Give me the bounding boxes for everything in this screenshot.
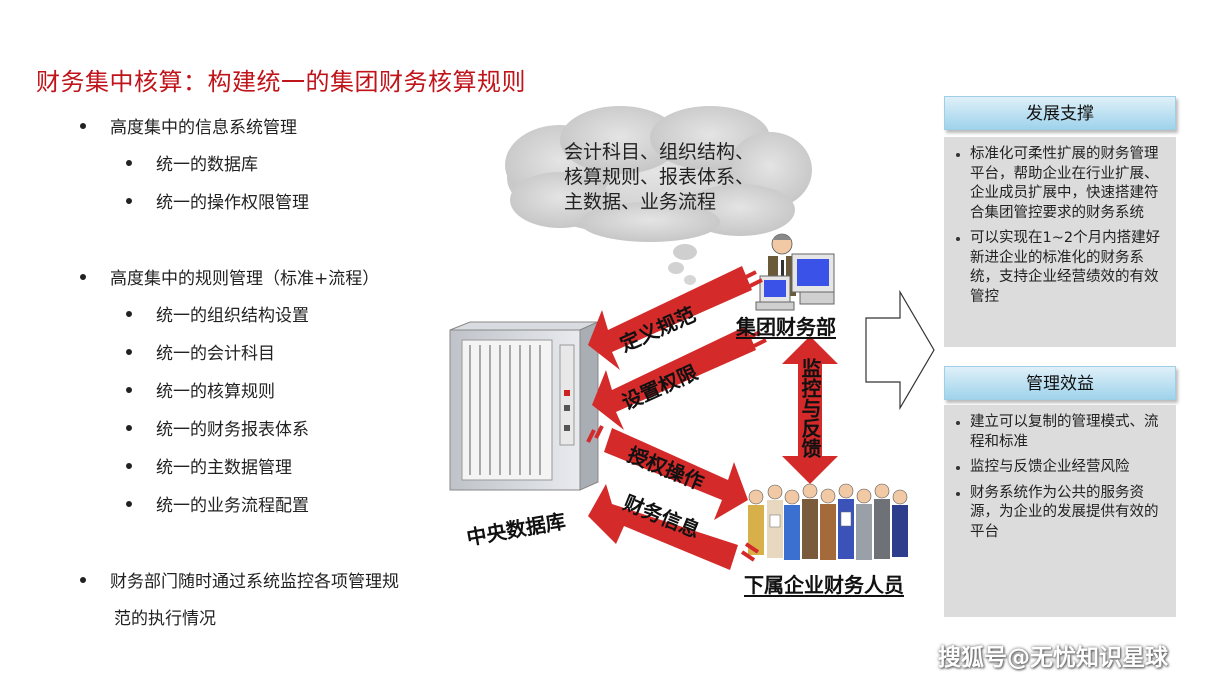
arrow-authorize <box>604 428 748 520</box>
server-rack-icon <box>449 321 599 491</box>
list-item: 统一的业务流程配置 <box>126 491 309 516</box>
arrow-label-authorize: 授权操作 <box>624 442 707 494</box>
staff-group-icon <box>748 483 908 560</box>
cloud-shape <box>505 106 812 285</box>
cloud-text-line: 主数据、业务流程 <box>564 191 716 213</box>
arrow-stripes <box>586 270 767 562</box>
arrow-set-permission <box>592 326 756 430</box>
arrow-finance-info <box>588 484 738 570</box>
hollow-arrow-right-icon <box>865 289 935 411</box>
panel-heading-development: 发展支撑 <box>944 96 1176 130</box>
list-item: 财务部门随时通过系统监控各项管理规 <box>80 567 399 592</box>
list-item: 统一的操作权限管理 <box>126 188 309 213</box>
arrow-monitor-feedback <box>782 336 838 484</box>
list-item: 财务系统作为公共的服务资源，为企业的发展提供有效的平台 <box>952 484 1170 543</box>
panel-heading-benefits: 管理效益 <box>944 366 1176 400</box>
bullet-icon <box>80 577 86 583</box>
bullet-icon <box>126 501 132 507</box>
list-item: 监控与反馈企业经营风险 <box>952 458 1170 478</box>
bullet-icon <box>126 463 132 469</box>
bullet-icon <box>126 349 132 355</box>
group-finance-label: 集团财务部 <box>736 315 836 339</box>
arrow-define-spec <box>588 266 752 370</box>
sub-staff-label: 下属企业财务人员 <box>744 573 904 597</box>
list-item: 高度集中的规则管理（标准+流程） <box>80 264 379 289</box>
list-item: 统一的财务报表体系 <box>126 415 309 440</box>
list-item: 统一的组织结构设置 <box>126 301 309 326</box>
person-computer-icon <box>755 233 835 311</box>
bullet-icon <box>80 274 86 280</box>
list-item-continuation: 范的执行情况 <box>114 609 216 629</box>
bullet-icon <box>126 425 132 431</box>
list-item: 统一的主数据管理 <box>126 453 292 478</box>
page-title: 财务集中核算：构建统一的集团财务核算规则 <box>36 68 526 96</box>
cloud-text-line: 核算规则、报表体系、 <box>564 166 754 188</box>
bullet-icon <box>126 160 132 166</box>
list-item: 可以实现在1~2个月内搭建好新进企业的标准化的财务系统，支持企业经营绩效的有效管… <box>952 229 1170 307</box>
bullet-icon <box>126 198 132 204</box>
central-db-label: 中央数据库 <box>465 509 568 550</box>
list-item: 标准化可柔性扩展的财务管理平台，帮助企业在行业扩展、企业成员扩展中，快速搭建符合… <box>952 145 1170 223</box>
panel-body-development: 标准化可柔性扩展的财务管理平台，帮助企业在行业扩展、企业成员扩展中，快速搭建符合… <box>944 137 1176 347</box>
panel-body-benefits: 建立可以复制的管理模式、流程和标准 监控与反馈企业经营风险 财务系统作为公共的服… <box>944 405 1176 617</box>
watermark: 搜狐号@无忧知识星球 <box>938 645 1168 671</box>
list-item: 建立可以复制的管理模式、流程和标准 <box>952 413 1170 452</box>
bullet-icon <box>80 123 86 129</box>
bullet-icon <box>126 311 132 317</box>
list-item: 高度集中的信息系统管理 <box>80 113 297 138</box>
bullet-icon <box>126 387 132 393</box>
list-item: 统一的会计科目 <box>126 339 275 364</box>
list-item: 统一的数据库 <box>126 150 258 175</box>
arrow-label-monitor: 监控与反馈 <box>798 358 822 459</box>
list-item: 统一的核算规则 <box>126 377 275 402</box>
cloud-text-line: 会计科目、组织结构、 <box>564 141 754 163</box>
